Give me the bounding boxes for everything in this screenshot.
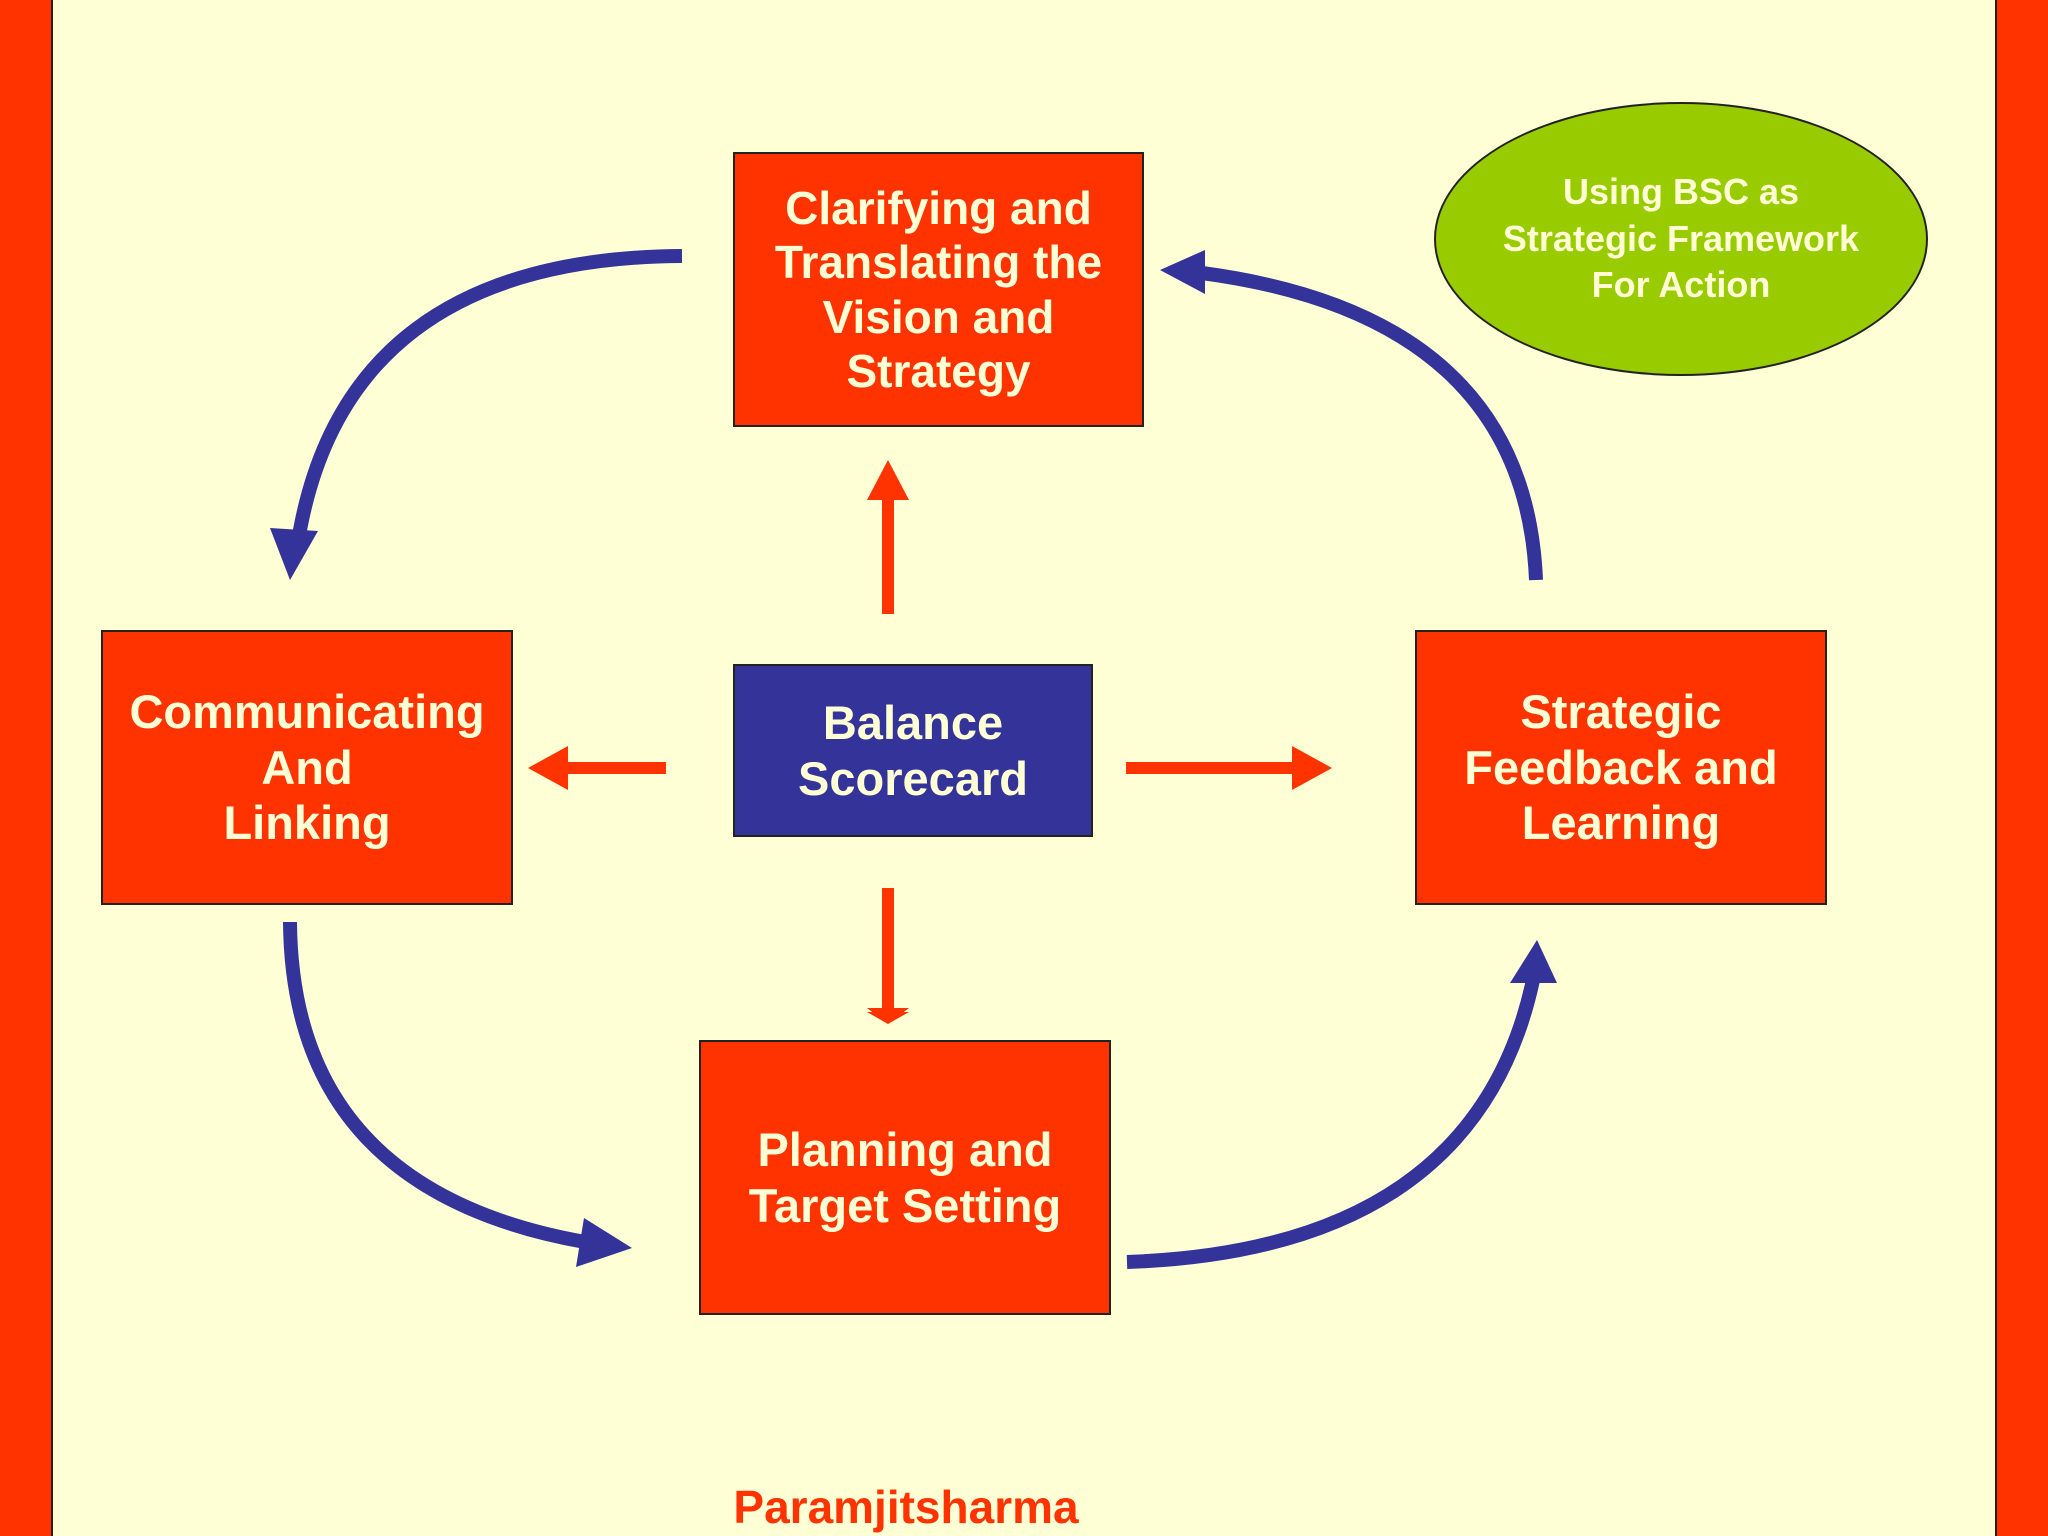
spoke-arrow-up [867, 460, 909, 614]
clarifying-vision-box: Clarifying and Translating the Vision an… [733, 152, 1144, 427]
spoke-arrow-right [1126, 746, 1332, 790]
right-border-bar [1995, 0, 2048, 1536]
planning-target-box: Planning and Target Setting [699, 1040, 1111, 1315]
arrowhead-to-communicating [270, 528, 318, 580]
left-border-bar [0, 0, 53, 1536]
bsc-framework-callout: Using BSC as Strategic Framework For Act… [1434, 102, 1928, 376]
strategic-feedback-box: Strategic Feedback and Learning [1415, 630, 1827, 905]
arrowhead-to-feedback [1510, 940, 1557, 983]
cycle-arrow-communicating-to-planning [283, 921, 587, 1249]
balance-scorecard-box: Balance Scorecard [733, 664, 1093, 837]
arrowhead-to-clarifying [1160, 250, 1205, 294]
cycle-arrow-feedback-to-clarifying [1201, 266, 1543, 581]
communicating-linking-box: Communicating And Linking [101, 630, 513, 905]
spoke-arrow-down [867, 888, 909, 1024]
author-credit: Paramjitsharma [733, 1481, 1079, 1533]
spoke-arrow-left [528, 746, 666, 790]
cycle-arrow-planning-to-feedback [1126, 978, 1540, 1269]
arrowhead-to-planning [576, 1218, 632, 1267]
cycle-arrow-clarifying-to-communicating [290, 249, 683, 550]
